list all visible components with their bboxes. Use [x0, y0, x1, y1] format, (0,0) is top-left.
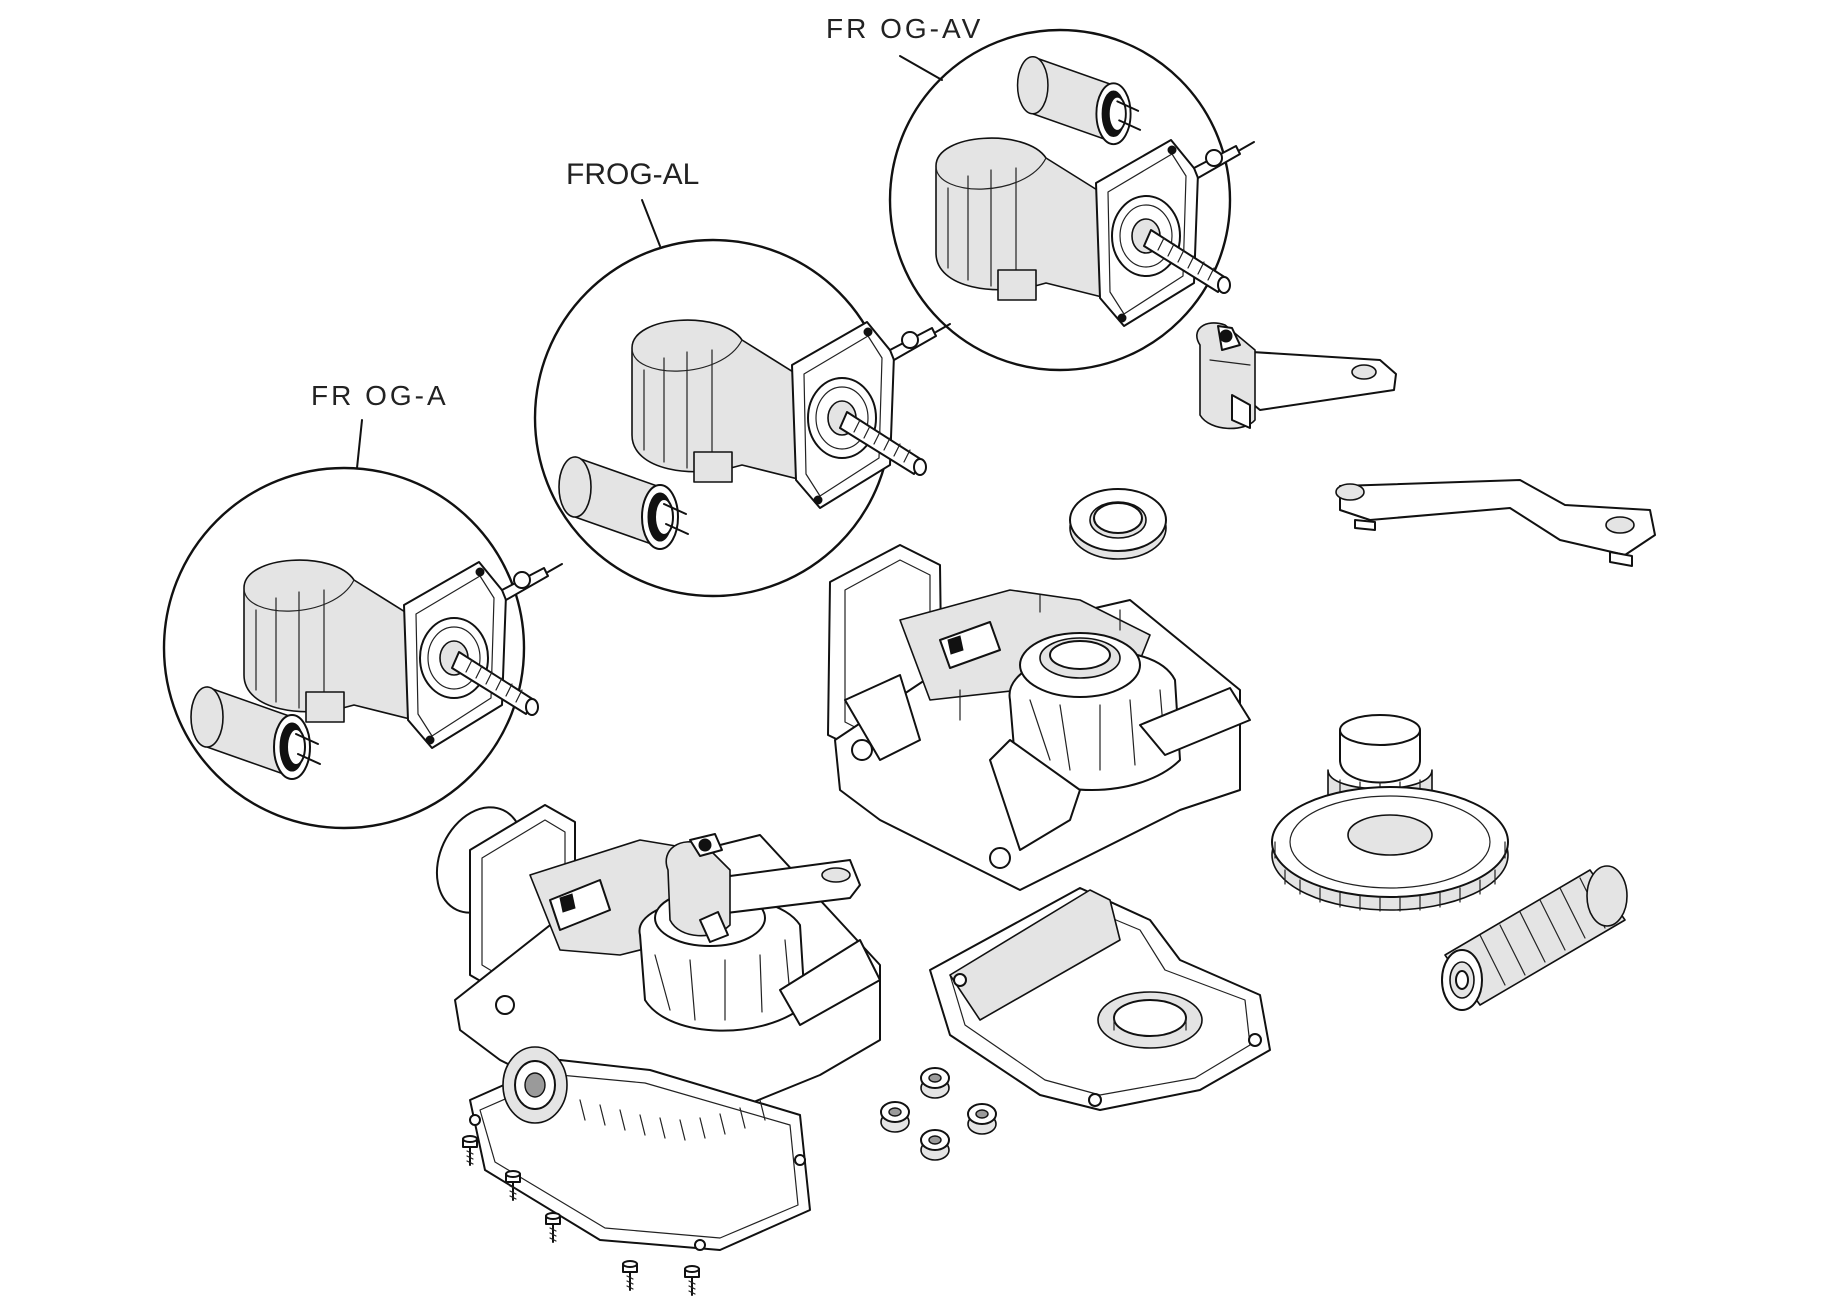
screw-4: [622, 1260, 638, 1291]
nut-set: [880, 1067, 997, 1161]
leader-line-frog-a: [356, 419, 363, 469]
label-frog-al: FROG-AL: [566, 158, 699, 191]
screw-1: [462, 1135, 478, 1166]
motor-frog-al: [631, 319, 951, 509]
screw-5: [684, 1265, 700, 1296]
release-lever: [1196, 322, 1397, 430]
label-frog-av: FR OG-AV: [826, 13, 983, 44]
oil-seal: [1069, 488, 1167, 560]
screw-3: [545, 1212, 561, 1243]
leader-line-frog-al: [641, 199, 661, 247]
worm-screw: [1441, 865, 1628, 1011]
callout-frog-a: FR OG-A: [162, 380, 563, 830]
callout-circle-frog-av: [888, 28, 1232, 372]
callout-circle-frog-a: [162, 466, 526, 830]
nut-3: [967, 1103, 997, 1135]
nut-2: [880, 1101, 910, 1133]
callout-frog-av: FR OG-AV: [826, 13, 1255, 372]
nut-4: [920, 1129, 950, 1161]
capacitor-frog-av: [1016, 55, 1142, 146]
motor-frog-av: [935, 137, 1255, 327]
drive-arm: [1335, 479, 1656, 567]
leader-line-frog-av: [899, 55, 943, 81]
assembled-operator: [435, 804, 881, 1251]
bottom-cover: [929, 887, 1271, 1111]
main-gear: [1271, 786, 1509, 912]
nut-1: [920, 1067, 950, 1099]
label-frog-a: FR OG-A: [311, 380, 449, 411]
callout-frog-al: FROG-AL: [533, 158, 951, 598]
gearbox-housing: [827, 544, 1251, 891]
